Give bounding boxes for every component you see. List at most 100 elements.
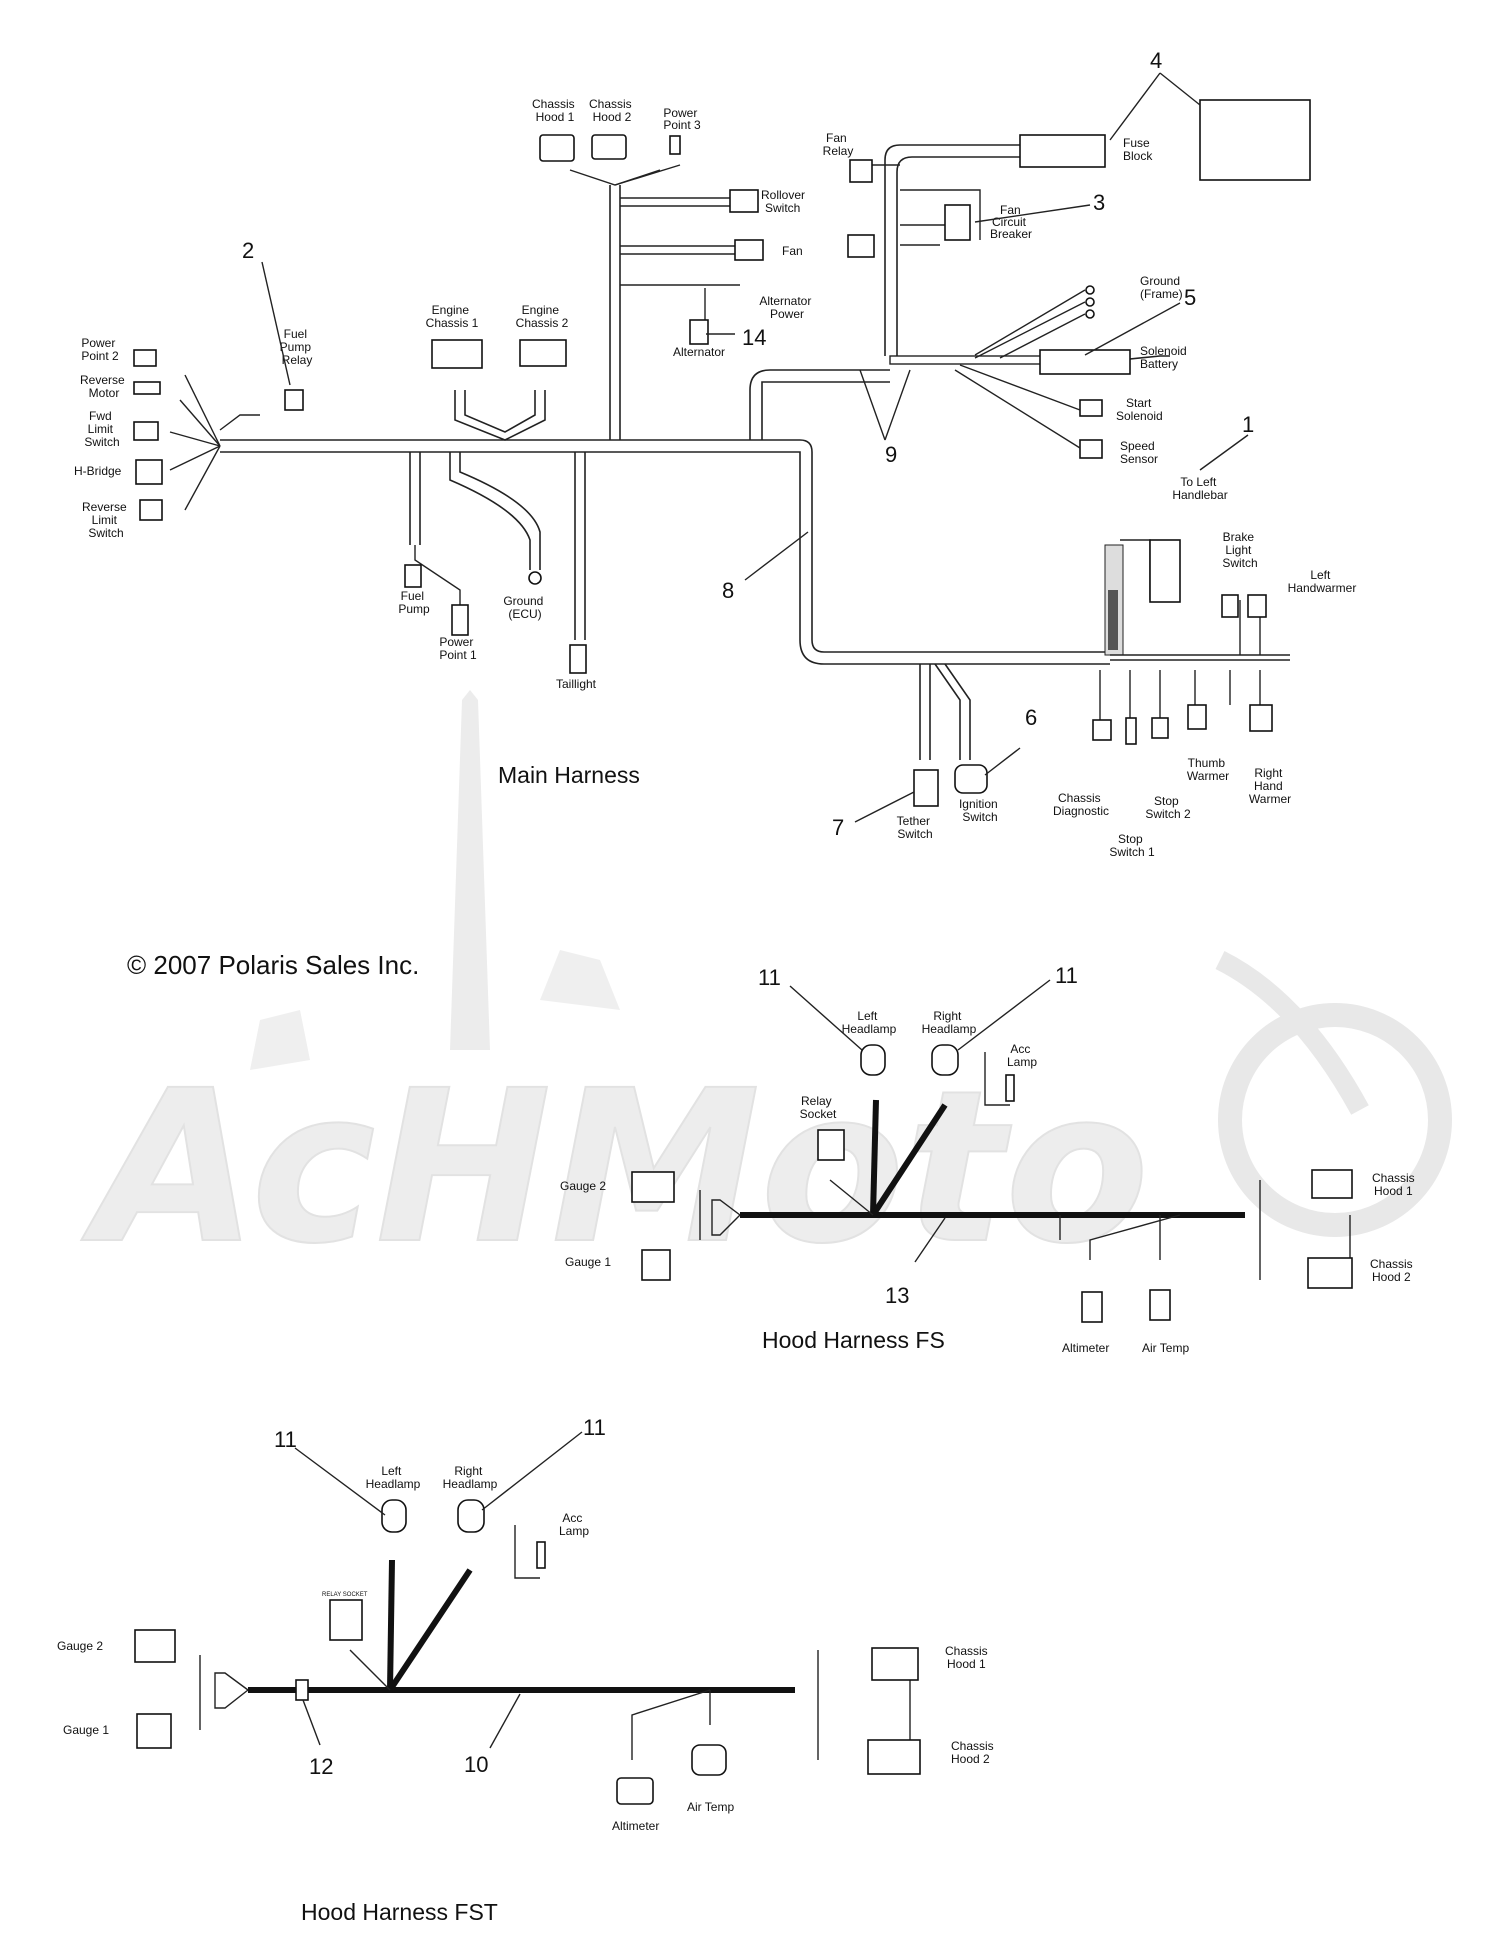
power-point-1-connector <box>451 604 469 636</box>
fst-callout-11-right: 11 <box>583 1415 606 1440</box>
fs-right-headlamp <box>931 1044 959 1076</box>
fs-label-left-headlamp: Left Headlamp <box>842 1009 897 1036</box>
callout-9: 9 <box>885 442 897 467</box>
fwd-limit-switch-connector <box>133 421 159 441</box>
fst-gauge-2-connector <box>134 1629 176 1663</box>
fan-second-connector <box>847 234 875 258</box>
label-reverse-limit-switch: Reverse Limit Switch <box>82 500 130 540</box>
watermark-text: AcHMoto <box>81 1045 1149 1290</box>
fs-callout-11-right: 11 <box>1055 963 1078 988</box>
power-point-3-connector <box>669 135 681 155</box>
label-brake-light-switch: Brake Light Switch <box>1222 530 1257 570</box>
fs-gauge-1-connector <box>641 1249 671 1281</box>
label-ground-frame: Ground (Frame) <box>1140 274 1183 301</box>
label-reverse-motor: Reverse Motor <box>80 373 128 400</box>
fst-inline-connector <box>295 1679 309 1701</box>
fs-label-chassis-hood-2: Chassis Hood 2 <box>1370 1257 1416 1284</box>
fst-left-headlamp <box>381 1499 407 1533</box>
label-chassis-diagnostic: Chassis Diagnostic <box>1053 791 1109 818</box>
fst-altimeter-connector <box>616 1777 654 1805</box>
left-handwarmer-connector <box>1247 594 1267 618</box>
hood-harness-fst: Left Headlamp Right Headlamp Acc Lamp RE… <box>57 1415 997 1925</box>
label-fan-circuit-breaker: Fan Circuit Breaker <box>990 203 1032 241</box>
label-tether-switch: Tether Switch <box>897 814 934 841</box>
fst-label-altimeter: Altimeter <box>612 1819 659 1833</box>
stop-switch-1-connector <box>1125 717 1137 745</box>
label-power-point-3: Power Point 3 <box>663 106 701 132</box>
label-ignition-switch: Ignition Switch <box>959 797 1001 824</box>
rollover-switch-connector <box>729 189 759 213</box>
chassis-hood-1-connector <box>539 134 575 162</box>
watermark: AcHMoto <box>80 690 1452 1291</box>
stop-switch-2-connector <box>1151 717 1169 739</box>
fs-title: Hood Harness FS <box>762 1327 945 1353</box>
label-fan-relay: Fan Relay <box>823 131 854 158</box>
fst-label-gauge-1: Gauge 1 <box>63 1723 109 1737</box>
fst-gauge-1-connector <box>136 1713 172 1749</box>
fan-circuit-breaker-connector <box>944 204 971 241</box>
fst-label-air-temp: Air Temp <box>687 1800 734 1814</box>
start-solenoid-connector <box>1079 399 1103 417</box>
fan-connector <box>734 239 764 261</box>
callout-5: 5 <box>1184 285 1196 310</box>
fst-right-headlamp <box>457 1499 485 1533</box>
right-hand-warmer-connector <box>1249 704 1273 732</box>
fs-callout-13: 13 <box>885 1283 909 1308</box>
hood-harness-fs: Left Headlamp Right Headlamp Acc Lamp Re… <box>560 963 1418 1355</box>
label-alternator-power: Alternator Power <box>759 294 814 321</box>
fuse-block-housing <box>1199 99 1311 181</box>
fs-altimeter-connector <box>1081 1291 1103 1323</box>
fs-label-acc-lamp: Acc Lamp <box>1007 1042 1037 1069</box>
label-taillight: Taillight <box>556 677 597 691</box>
fst-label-chassis-hood-2: Chassis Hood 2 <box>951 1739 997 1766</box>
label-fwd-limit-switch: Fwd Limit Switch <box>84 409 119 449</box>
label-right-hand-warmer: Right Hand Warmer <box>1249 766 1291 806</box>
label-engine-chassis-2: Engine Chassis 2 <box>516 303 569 330</box>
label-power-point-2: Power Point 2 <box>81 336 119 363</box>
fs-chassis-hood-2-connector <box>1307 1257 1353 1289</box>
fst-title: Hood Harness FST <box>301 1899 498 1925</box>
fst-relay-socket <box>329 1599 363 1641</box>
tether-switch-connector <box>913 769 939 807</box>
ground-frame-terminals <box>974 285 1095 359</box>
fuel-pump-connector <box>404 564 422 588</box>
solenoid-battery-connector <box>1039 349 1131 375</box>
label-thumb-warmer: Thumb Warmer <box>1187 756 1229 783</box>
copyright: © 2007 Polaris Sales Inc. <box>127 950 419 980</box>
fst-callout-11-left: 11 <box>274 1427 297 1452</box>
engine-chassis-2-connector <box>519 339 567 367</box>
label-h-bridge: H-Bridge <box>74 464 122 478</box>
ignition-switch-connector <box>954 764 988 794</box>
label-fan: Fan <box>782 244 803 258</box>
callout-8: 8 <box>722 578 734 603</box>
label-chassis-hood-2: Chassis Hood 2 <box>589 97 635 124</box>
fs-gauge-2-connector <box>631 1171 675 1203</box>
label-fuel-pump-relay: Fuel Pump Relay <box>280 327 315 367</box>
fst-acc-lamp <box>536 1541 546 1569</box>
label-fuse-block: Fuse Block <box>1123 136 1153 163</box>
fs-left-headlamp <box>860 1044 886 1076</box>
main-callouts: 4 3 5 1 2 14 9 8 6 7 <box>242 48 1254 840</box>
alternator-connector <box>689 319 709 345</box>
callout-7: 7 <box>832 815 844 840</box>
fs-relay-socket <box>817 1129 845 1161</box>
fs-label-chassis-hood-1: Chassis Hood 1 <box>1372 1171 1418 1198</box>
fs-acc-lamp <box>1005 1074 1015 1102</box>
reverse-motor-connector <box>133 381 161 395</box>
fst-label-left-headlamp: Left Headlamp <box>366 1464 421 1491</box>
fst-label-relay-socket: RELAY SOCKET <box>322 1592 368 1598</box>
fs-label-air-temp: Air Temp <box>1142 1341 1189 1355</box>
power-point-2-connector <box>133 349 157 367</box>
fs-chassis-hood-1-connector <box>1311 1169 1353 1199</box>
main-connectors <box>133 99 1311 807</box>
fuse-block-connector <box>1019 134 1106 168</box>
callout-6: 6 <box>1025 705 1037 730</box>
callout-4: 4 <box>1150 48 1162 73</box>
thumb-warmer-connector <box>1187 704 1207 730</box>
label-solenoid-battery: Solenoid Battery <box>1140 344 1190 371</box>
fst-label-gauge-2: Gauge 2 <box>57 1639 103 1653</box>
fst-callout-10: 10 <box>464 1752 488 1777</box>
h-bridge-connector <box>135 459 163 485</box>
main-harness-title: Main Harness <box>498 762 640 788</box>
